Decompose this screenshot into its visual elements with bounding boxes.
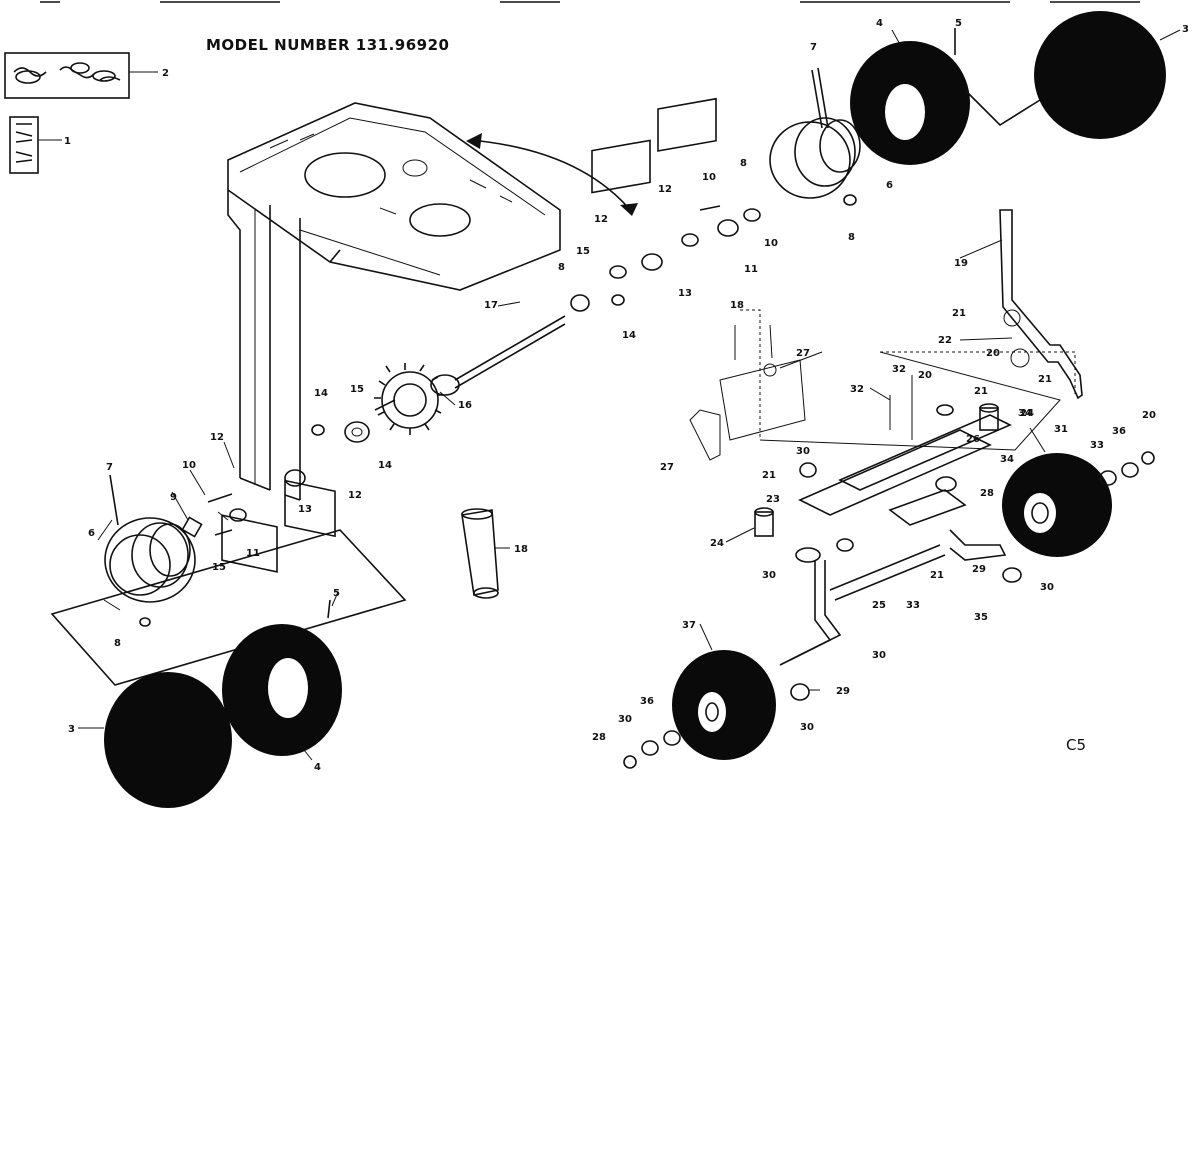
part-label-6-left: 6 [88,528,95,539]
part-label-13-left: 13 [298,504,312,515]
part-label-14-left: 14 [314,388,328,399]
part-label-30-d: 30 [872,650,886,661]
part-label-36: 36 [1112,426,1126,437]
part-label-5-left: 5 [333,588,340,599]
left-tire-rear [104,672,232,808]
part-label-12-left-b: 12 [348,490,362,501]
callout-leaders [78,29,1181,761]
part-label-22: 22 [938,335,952,346]
part-label-21-e: 21 [930,570,944,581]
part-label-14-mid: 14 [378,460,392,471]
part-label-30-f: 30 [618,714,632,725]
part-label-30-a: 30 [796,446,810,457]
part-label-1: 1 [64,136,71,147]
part-label-36-b: 36 [640,696,654,707]
part-label-29-b: 29 [836,686,850,697]
part-label-10-left: 10 [182,460,196,471]
part-label-27-b: 27 [660,462,674,473]
part-label-26: 26 [966,434,980,445]
part-label-30-e: 30 [800,722,814,733]
part-label-20-b: 20 [918,370,932,381]
left-tire-front [222,624,342,756]
right-hub-assembly [570,67,861,312]
part-label-32-b: 32 [892,364,906,375]
part-label-17: 17 [484,300,498,311]
part-label-24-a: 24 [710,538,724,549]
part-label-11-right: 11 [744,264,758,275]
part-label-13-right: 13 [678,288,692,299]
part-label-28: 28 [980,488,994,499]
part-label-21-b: 21 [1038,374,1052,385]
part-label-3-right: 3 [1182,24,1189,35]
part-label-7-right: 7 [810,42,817,53]
part-label-12-right-b: 12 [594,214,608,225]
part-label-15-left: 15 [212,562,226,573]
part-label-37: 37 [682,620,696,631]
part-label-4-left: 4 [314,762,321,773]
part-label-31: 31 [1054,424,1068,435]
part-label-18-right: 18 [730,300,744,311]
part-label-21-a: 21 [952,308,966,319]
part-label-8-right-b: 8 [848,232,855,243]
part-label-30-c: 30 [1040,582,1054,593]
part-label-20-a: 20 [986,348,1000,359]
part-label-8-right-c: 8 [558,262,565,273]
part-label-24-b: 24 [1020,408,1034,419]
part-label-14-right: 14 [622,330,636,341]
part-label-7-left: 7 [106,462,113,473]
part-label-18: 18 [514,544,528,555]
part-label-32: 32 [850,384,864,395]
part-label-20-c: 20 [1142,410,1156,421]
part-label-19: 19 [954,258,968,269]
front-tire-left [623,650,776,769]
part-label-10-right-a: 10 [702,172,716,183]
chassis-frame [227,102,561,501]
part-label-10-right-b: 10 [764,238,778,249]
part-label-34-a: 34 [1018,408,1032,419]
part-label-27-a: 27 [796,348,810,359]
front-axle-assembly [689,209,1083,701]
part-label-21-c: 21 [974,386,988,397]
part-label-4-right: 4 [876,18,883,29]
part-label-25: 25 [872,600,886,611]
fasteners [109,28,956,627]
part-label-8-right-a: 8 [740,158,747,169]
left-hub-assembly [50,421,407,686]
right-tire-front [850,41,970,165]
part-labels: 2 1 3 4 5 6 7 8 9 10 11 12 12 13 14 14 1… [64,18,1189,773]
part-label-5-right: 5 [955,18,962,29]
part-label-9-left: 9 [170,492,177,503]
part-label-23: 23 [766,494,780,505]
part-label-35: 35 [974,612,988,623]
front-tire-right [1002,451,1155,557]
part-label-30-b: 30 [762,570,776,581]
part-label-12-right-a: 12 [658,184,672,195]
part-label-11-left: 11 [246,548,260,559]
handle-grip [461,508,499,599]
drive-axle-sprocket [374,315,566,435]
part-label-28-b: 28 [592,732,606,743]
part-label-29-a: 29 [972,564,986,575]
part-label-33: 33 [1090,440,1104,451]
page-code: C5 [1066,736,1087,754]
model-number-title: MODEL NUMBER 131.96920 [206,36,450,54]
hardware-pack-part [4,52,158,99]
right-tire-rear [964,11,1166,139]
part-label-2: 2 [162,68,169,79]
part-label-34-b: 34 [1000,454,1014,465]
part-label-16: 16 [458,400,472,411]
part-label-3-left: 3 [68,724,75,735]
part-label-15-right: 15 [576,246,590,257]
part-label-8-left: 8 [114,638,121,649]
part-label-6-right: 6 [886,180,893,191]
part-label-21-d: 21 [762,470,776,481]
part-label-12-left-a: 12 [210,432,224,443]
rotation-arrow [466,133,638,216]
part-label-15-mid: 15 [350,384,364,395]
part-label-33-b: 33 [906,600,920,611]
decal-part [9,116,62,174]
